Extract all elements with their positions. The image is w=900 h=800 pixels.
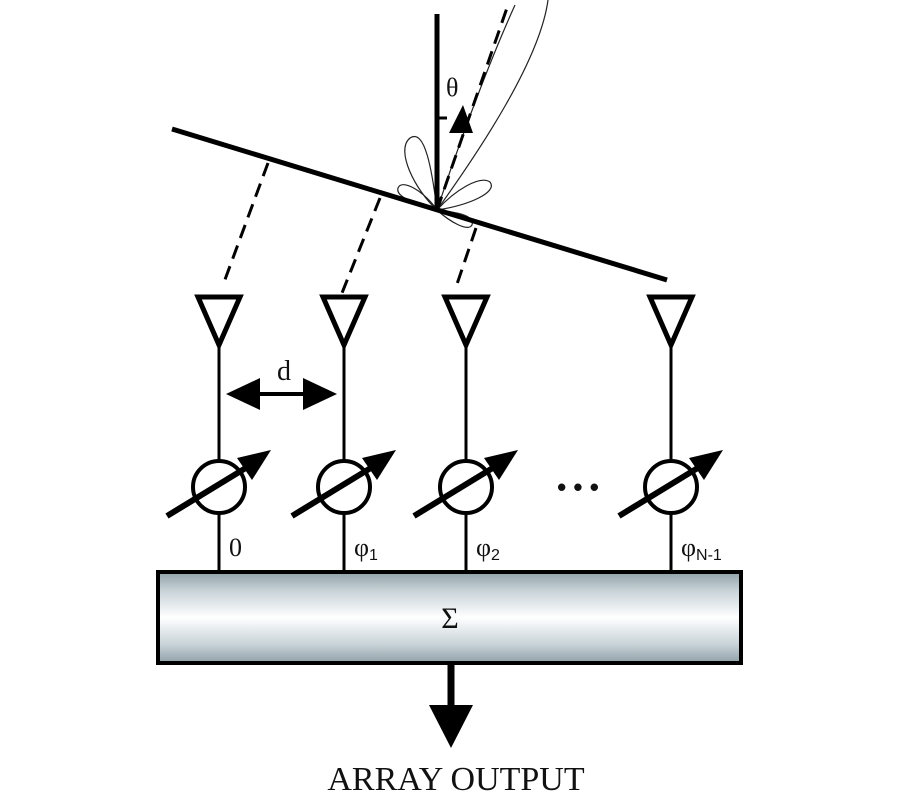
ellipsis: • • • [557, 472, 599, 502]
phase-label-0: 0 [229, 533, 242, 562]
phase-shifter-arrowhead [362, 450, 396, 480]
phase-shifter-arrow [412, 463, 498, 519]
output-arrow-head [429, 705, 473, 748]
spacing-label: d [277, 356, 291, 387]
antenna-icon [194, 294, 244, 352]
spacing-arrow-left [226, 378, 260, 410]
summer-block [156, 570, 743, 665]
radiation-pattern [397, 0, 549, 228]
beam-direction-line [435, 4, 510, 211]
antenna-icon [319, 294, 369, 352]
phase-shifter-arrow [290, 463, 376, 519]
antenna-element-0: 0 [165, 294, 271, 572]
antenna-element-1: φ1 [290, 294, 396, 572]
side-lobe-left-upper [404, 135, 438, 212]
phase-label-3: φN-1 [681, 533, 722, 564]
phase-label-1: φ1 [354, 533, 378, 564]
antenna-element-2: φ2 [412, 294, 518, 572]
side-lobe-right [435, 179, 492, 211]
angle-arrow [449, 105, 473, 133]
antenna-element-3: φN-1 [617, 294, 723, 572]
angle-label: θ [446, 73, 458, 102]
main-lobe [436, 0, 549, 211]
wavefront-line [171, 126, 668, 283]
antenna-icon [441, 294, 491, 352]
phase-shifter-arrowhead [237, 450, 271, 480]
path-projections [221, 162, 478, 294]
phase-shifter-arrowhead [689, 450, 723, 480]
summer-label: Σ [441, 602, 458, 635]
spacing-indicator: d [226, 356, 337, 410]
phase-label-2: φ2 [476, 533, 500, 564]
phase-shifter-arrow [617, 463, 703, 519]
output-label: ARRAY OUTPUT [327, 761, 584, 798]
spacing-arrow-right [303, 378, 337, 410]
antenna-icon [646, 294, 696, 352]
phase-shifter-arrow [165, 463, 251, 519]
phase-shifter-arrowhead [484, 450, 518, 480]
